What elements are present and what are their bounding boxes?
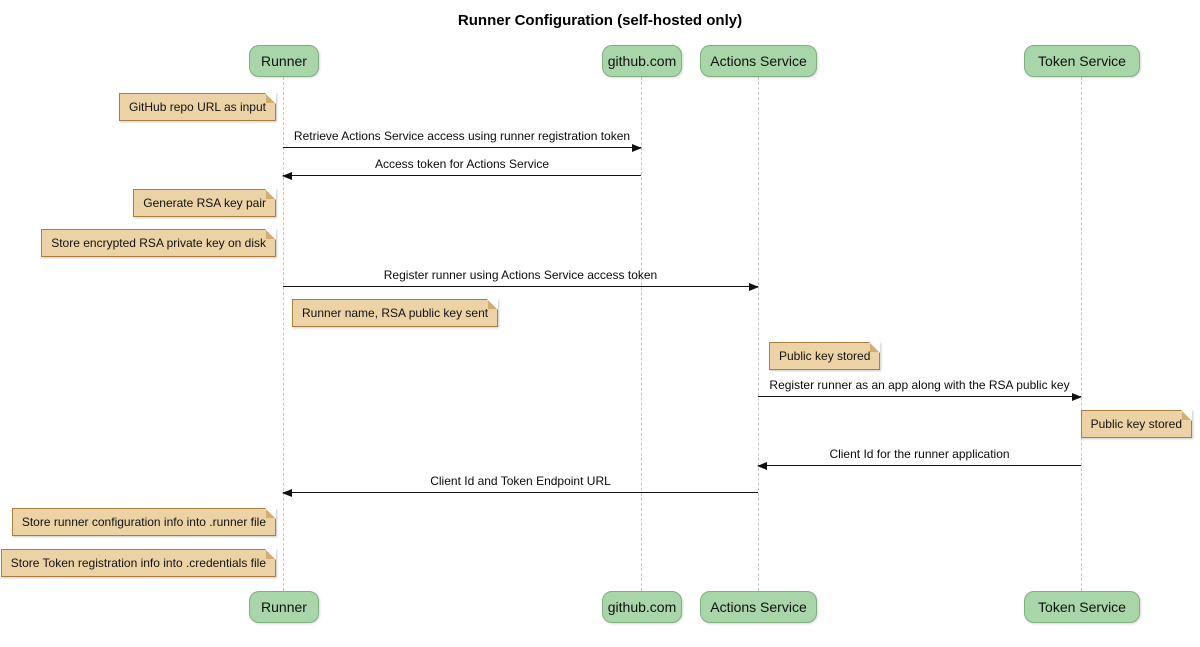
note-corner-cut-icon — [265, 508, 276, 519]
message-access-token-for-actions-service: Access token for Actions Service — [282, 156, 641, 180]
diagram-title: Runner Configuration (self-hosted only) — [457, 12, 743, 29]
message-line — [283, 286, 758, 287]
participant-github-com-bottom: github.com — [602, 591, 682, 623]
lifeline-runner — [283, 77, 284, 591]
arrowhead-right-icon — [749, 283, 759, 291]
message-label: Retrieve Actions Service access using ru… — [293, 129, 631, 143]
note-text: Public key stored — [779, 349, 871, 363]
message-client-id-and-token-endpoint: Client Id and Token Endpoint URL — [282, 473, 758, 497]
note-public-key-stored-actions-service: Public key stored — [769, 342, 881, 370]
note-corner-cut-icon — [265, 93, 276, 104]
note-corner-cut-icon — [265, 549, 276, 560]
lifeline-token-service — [1081, 77, 1082, 591]
note-corner-cut-icon — [487, 299, 499, 310]
message-label: Client Id for the runner application — [829, 447, 1010, 461]
note-text: Public key stored — [1090, 417, 1182, 431]
note-public-key-stored-token-service: Public key stored — [1080, 410, 1192, 438]
message-register-runner-as-app: Register runner as an app along with the… — [758, 377, 1082, 401]
message-label: Register runner as an app along with the… — [769, 378, 1070, 392]
note-store-encrypted-rsa-key: Store encrypted RSA private key on disk — [41, 229, 276, 257]
note-corner-cut-icon — [265, 229, 276, 240]
participant-runner-bottom: Runner — [249, 591, 319, 623]
note-corner-cut-icon — [1181, 410, 1192, 421]
note-runner-name-public-key: Runner name, RSA public key sent — [292, 299, 499, 327]
participant-runner-top: Runner — [249, 45, 319, 77]
note-text: Store runner configuration info into .ru… — [21, 515, 266, 529]
arrowhead-left-icon — [757, 462, 767, 470]
participant-actions-service-top: Actions Service — [700, 45, 817, 77]
message-line — [283, 147, 641, 148]
message-retrieve-actions-service-access: Retrieve Actions Service access using ru… — [283, 128, 642, 152]
arrowhead-right-icon — [1072, 393, 1082, 401]
note-corner-cut-icon — [869, 342, 881, 353]
arrowhead-left-icon — [282, 489, 292, 497]
message-client-id-for-runner-app: Client Id for the runner application — [757, 446, 1081, 470]
message-line — [283, 492, 758, 493]
note-text: Store Token registration info into .cred… — [10, 556, 266, 570]
note-corner-cut-icon — [265, 189, 276, 200]
participant-actions-service-bottom: Actions Service — [700, 591, 817, 623]
participant-token-service-top: Token Service — [1024, 45, 1140, 77]
arrowhead-right-icon — [632, 144, 642, 152]
message-line — [283, 175, 641, 176]
message-line — [758, 465, 1081, 466]
note-text: Generate RSA key pair — [143, 196, 266, 210]
note-github-repo-url: GitHub repo URL as input — [119, 93, 276, 121]
note-text: Store encrypted RSA private key on disk — [51, 236, 266, 250]
note-text: GitHub repo URL as input — [129, 100, 266, 114]
message-label: Register runner using Actions Service ac… — [383, 268, 658, 282]
note-store-token-registration: Store Token registration info into .cred… — [0, 549, 276, 577]
message-label: Client Id and Token Endpoint URL — [430, 474, 611, 488]
note-text: Runner name, RSA public key sent — [302, 306, 489, 320]
participant-github-com-top: github.com — [602, 45, 682, 77]
message-line — [758, 396, 1081, 397]
arrowhead-left-icon — [282, 172, 292, 180]
message-label: Access token for Actions Service — [374, 157, 550, 171]
lifeline-github-com — [641, 77, 642, 591]
lifeline-actions-service — [758, 77, 759, 591]
note-store-runner-config: Store runner configuration info into .ru… — [11, 508, 276, 536]
note-generate-rsa-key-pair: Generate RSA key pair — [133, 189, 276, 217]
participant-token-service-bottom: Token Service — [1024, 591, 1140, 623]
message-register-runner: Register runner using Actions Service ac… — [283, 267, 759, 291]
